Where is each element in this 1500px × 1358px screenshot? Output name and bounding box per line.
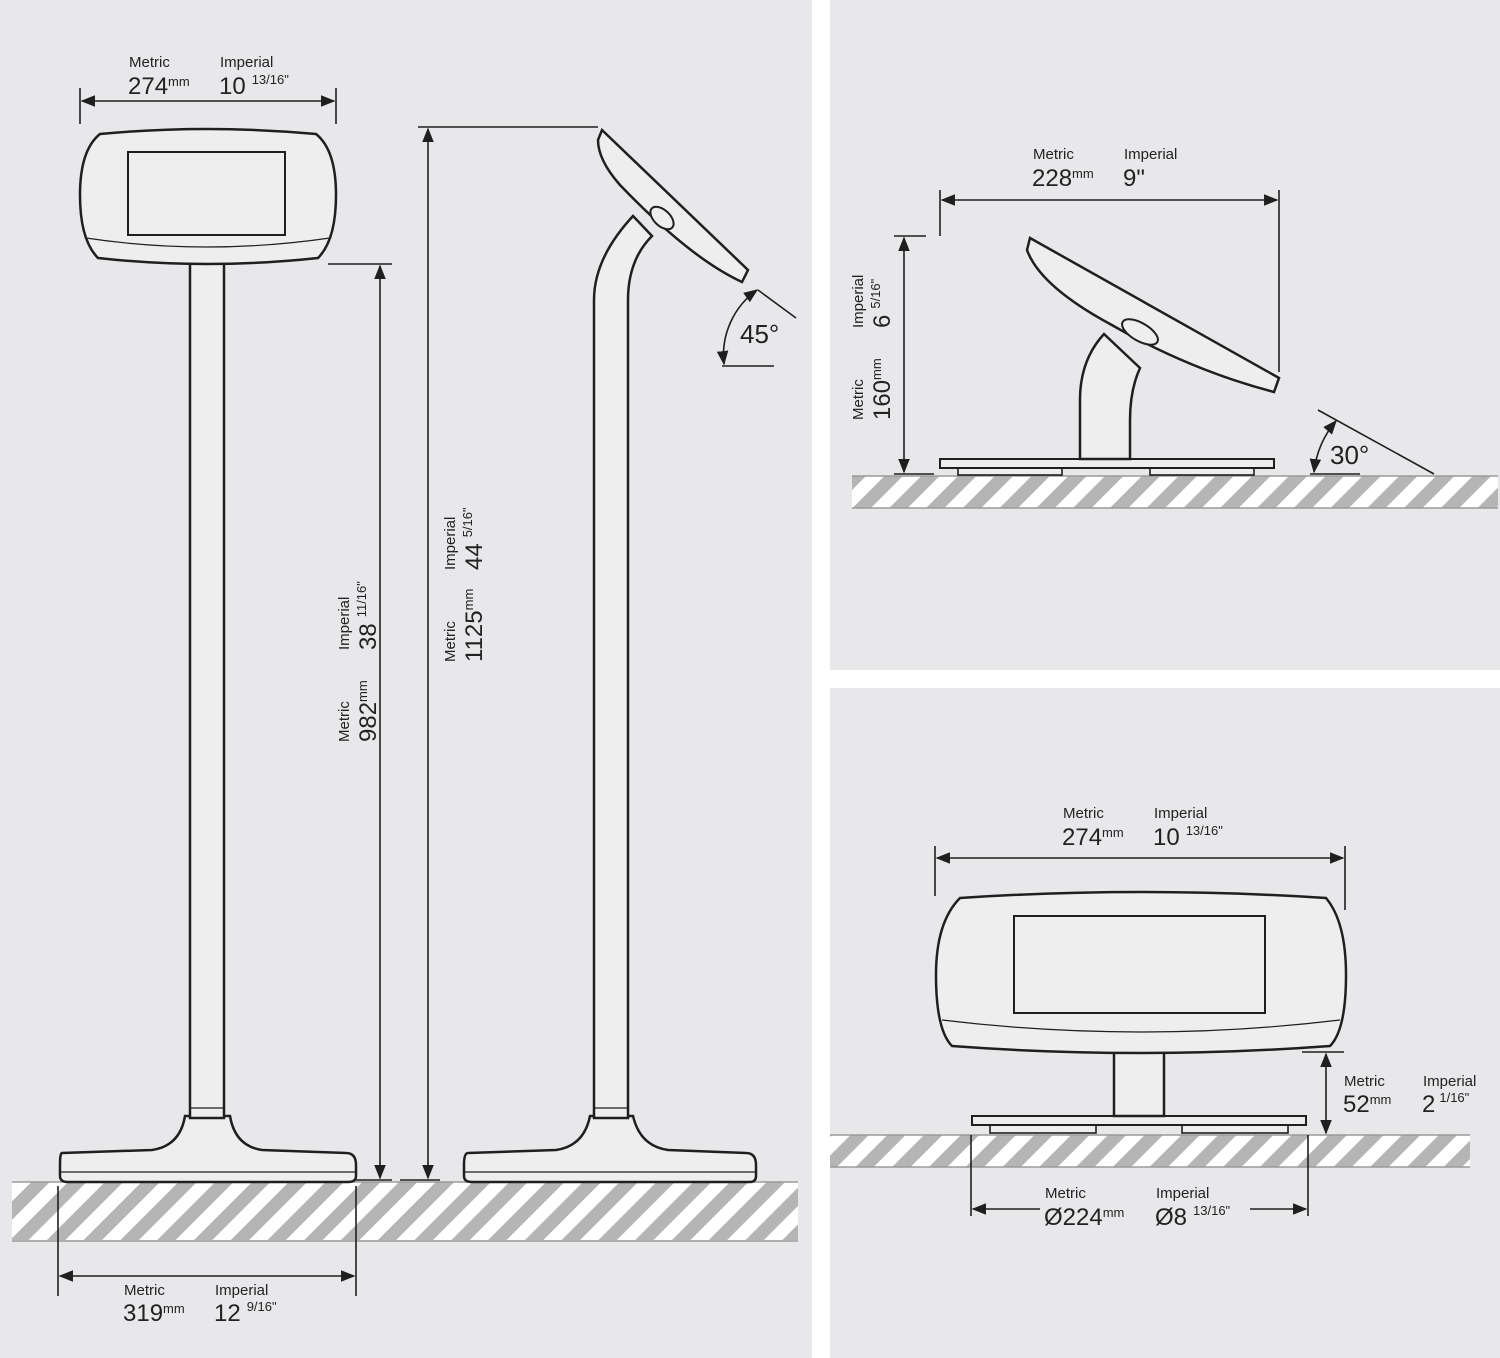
desk-side-base xyxy=(939,458,1275,469)
diameter-metric-value: Ø224mm xyxy=(1044,1204,1124,1231)
desk-side-hatch xyxy=(852,476,1498,508)
desk-height-imperial-label: Imperial xyxy=(850,275,867,328)
top-width-metric-value: 274mm xyxy=(128,73,190,100)
front-stand-screen xyxy=(127,151,286,236)
desk-side-dimensions xyxy=(894,190,1435,475)
desk-height-metric-value: 160mm xyxy=(869,358,896,420)
height-device-label-group: Metric 982mm Imperial 3811/16" xyxy=(336,581,382,742)
desk-front-base xyxy=(971,1115,1307,1126)
side-stand-base xyxy=(462,1114,758,1184)
front-stand-base xyxy=(58,1114,358,1184)
total-height-label-group: Metric 1125mm Imperial 445/16" xyxy=(442,507,488,662)
total-height-imperial-value: 445/16" xyxy=(460,507,488,570)
floor-stand-dimensions xyxy=(57,88,797,1296)
diameter-metric-label: Metric xyxy=(1045,1185,1086,1202)
desk-side-head xyxy=(1025,236,1281,394)
desk-height-metric-label: Metric xyxy=(850,379,867,420)
total-height-metric-label: Metric xyxy=(442,621,459,662)
desk-front-hatch xyxy=(830,1135,1470,1167)
side-stand-pole xyxy=(592,214,654,1120)
height-device-imperial-label: Imperial xyxy=(336,597,353,650)
desk-height-imperial-value: 65/16" xyxy=(868,278,896,328)
diameter-imperial-label: Imperial xyxy=(1156,1185,1209,1202)
top-width-metric-label: Metric xyxy=(129,54,170,71)
height-device-imperial-value: 3811/16" xyxy=(354,581,382,650)
front-stand-pole xyxy=(188,260,226,1120)
front-width-metric-label: Metric xyxy=(1063,805,1104,822)
floor-tilt-angle: 45° xyxy=(740,319,779,349)
desk-front-neck xyxy=(1112,1048,1166,1118)
height-device-metric-label: Metric xyxy=(336,701,353,742)
desk-height-label-group: Metric 160mm Imperial 65/16" xyxy=(850,275,896,420)
desk-front-drawing xyxy=(830,890,1470,1168)
floor-hatch xyxy=(12,1182,798,1240)
total-height-imperial-label: Imperial xyxy=(442,517,459,570)
clearance-metric-label: Metric xyxy=(1344,1073,1385,1090)
floor-stand-drawing xyxy=(12,127,798,1242)
total-height-metric-value: 1125mm xyxy=(461,589,488,662)
height-device-metric-value: 982mm xyxy=(355,680,382,742)
side-stand-head xyxy=(596,127,750,284)
clearance-metric-value: 52mm xyxy=(1343,1091,1391,1118)
desk-front-dimensions xyxy=(934,846,1346,1216)
desk-depth-imperial-value: 9" xyxy=(1123,165,1145,192)
top-width-imperial-label: Imperial xyxy=(220,54,273,71)
front-width-metric-value: 274mm xyxy=(1062,824,1124,851)
base-width-metric-label: Metric xyxy=(124,1282,165,1299)
clearance-imperial-label: Imperial xyxy=(1423,1073,1476,1090)
desk-depth-imperial-label: Imperial xyxy=(1124,146,1177,163)
desk-depth-metric-label: Metric xyxy=(1033,146,1074,163)
desk-front-screen xyxy=(1013,915,1266,1014)
base-width-imperial-label: Imperial xyxy=(215,1282,268,1299)
front-width-imperial-label: Imperial xyxy=(1154,805,1207,822)
desk-side-neck xyxy=(1078,332,1142,461)
desk-side-drawing xyxy=(852,236,1498,509)
desk-depth-metric-value: 228mm xyxy=(1032,165,1094,192)
desk-tilt-angle: 30° xyxy=(1330,440,1369,470)
base-width-metric-value: 319mm xyxy=(123,1300,185,1327)
